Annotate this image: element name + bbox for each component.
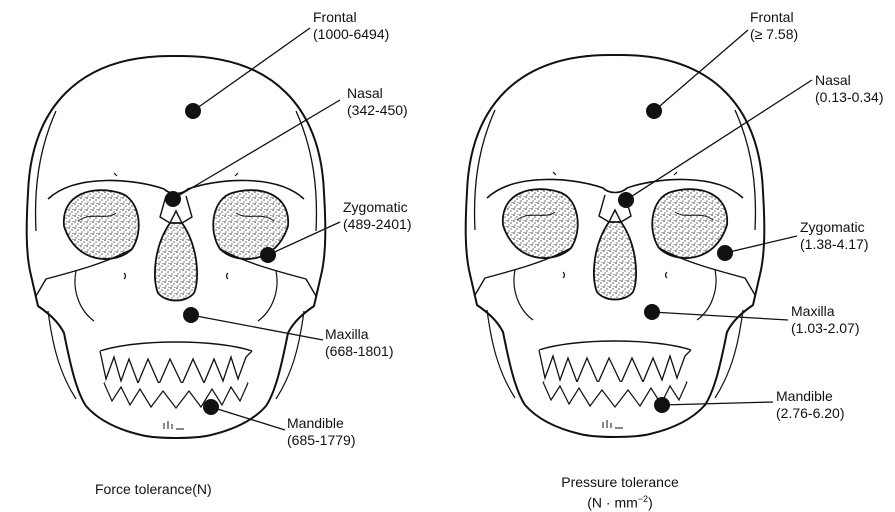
left-mandible-dot bbox=[203, 399, 219, 415]
left-label-zygomatic: Zygomatic (489-2401) bbox=[343, 199, 412, 233]
region-name: Frontal bbox=[313, 9, 389, 26]
right-maxilla-dot bbox=[644, 304, 660, 320]
region-name: Zygomatic bbox=[800, 219, 868, 236]
region-name: Frontal bbox=[750, 9, 798, 26]
region-range: (685-1779) bbox=[287, 432, 356, 449]
region-range: (1.38-4.17) bbox=[800, 236, 868, 253]
region-range: (342-450) bbox=[347, 102, 408, 119]
region-range: (1.03-2.07) bbox=[791, 320, 859, 337]
left-skull-figure bbox=[27, 56, 326, 438]
left-caption: Force tolerance(N) bbox=[95, 481, 212, 498]
region-name: Maxilla bbox=[325, 326, 394, 343]
region-range: (0.13-0.34) bbox=[815, 89, 883, 106]
region-name: Maxilla bbox=[791, 303, 859, 320]
region-name: Nasal bbox=[815, 72, 883, 89]
region-name: Zygomatic bbox=[343, 199, 412, 216]
left-frontal-dot bbox=[185, 103, 201, 119]
left-label-nasal: Nasal (342-450) bbox=[347, 85, 408, 119]
unit-close: ) bbox=[648, 495, 653, 511]
right-caption-unit: (N · mm−2) bbox=[555, 491, 685, 512]
unit-text: (N · mm bbox=[587, 495, 638, 511]
left-maxilla-dot bbox=[183, 307, 199, 323]
left-label-mandible: Mandible (685-1779) bbox=[287, 415, 356, 449]
left-nasal-dot bbox=[165, 191, 181, 207]
right-label-maxilla: Maxilla (1.03-2.07) bbox=[791, 303, 859, 337]
right-caption: Pressure tolerance (N · mm−2) bbox=[555, 474, 685, 512]
left-label-frontal: Frontal (1000-6494) bbox=[313, 9, 389, 43]
left-zygomatic-dot bbox=[260, 247, 276, 263]
right-nasal-dot bbox=[618, 192, 634, 208]
right-mandible-dot bbox=[654, 397, 670, 413]
right-label-frontal: Frontal (≥ 7.58) bbox=[750, 9, 798, 43]
right-frontal-dot bbox=[646, 103, 662, 119]
right-zygomatic-dot bbox=[717, 245, 733, 261]
right-label-zygomatic: Zygomatic (1.38-4.17) bbox=[800, 219, 868, 253]
unit-exponent: −2 bbox=[638, 494, 648, 504]
right-label-nasal: Nasal (0.13-0.34) bbox=[815, 72, 883, 106]
region-name: Nasal bbox=[347, 85, 408, 102]
right-skull-figure bbox=[466, 55, 765, 437]
left-label-maxilla: Maxilla (668-1801) bbox=[325, 326, 394, 360]
region-range: (489-2401) bbox=[343, 216, 412, 233]
region-name: Mandible bbox=[287, 415, 356, 432]
region-range: (2.76-6.20) bbox=[776, 405, 844, 422]
right-caption-title: Pressure tolerance bbox=[555, 474, 685, 491]
region-range: (1000-6494) bbox=[313, 26, 389, 43]
region-range: (≥ 7.58) bbox=[750, 26, 798, 43]
region-name: Mandible bbox=[776, 388, 844, 405]
right-label-mandible: Mandible (2.76-6.20) bbox=[776, 388, 844, 422]
region-range: (668-1801) bbox=[325, 343, 394, 360]
